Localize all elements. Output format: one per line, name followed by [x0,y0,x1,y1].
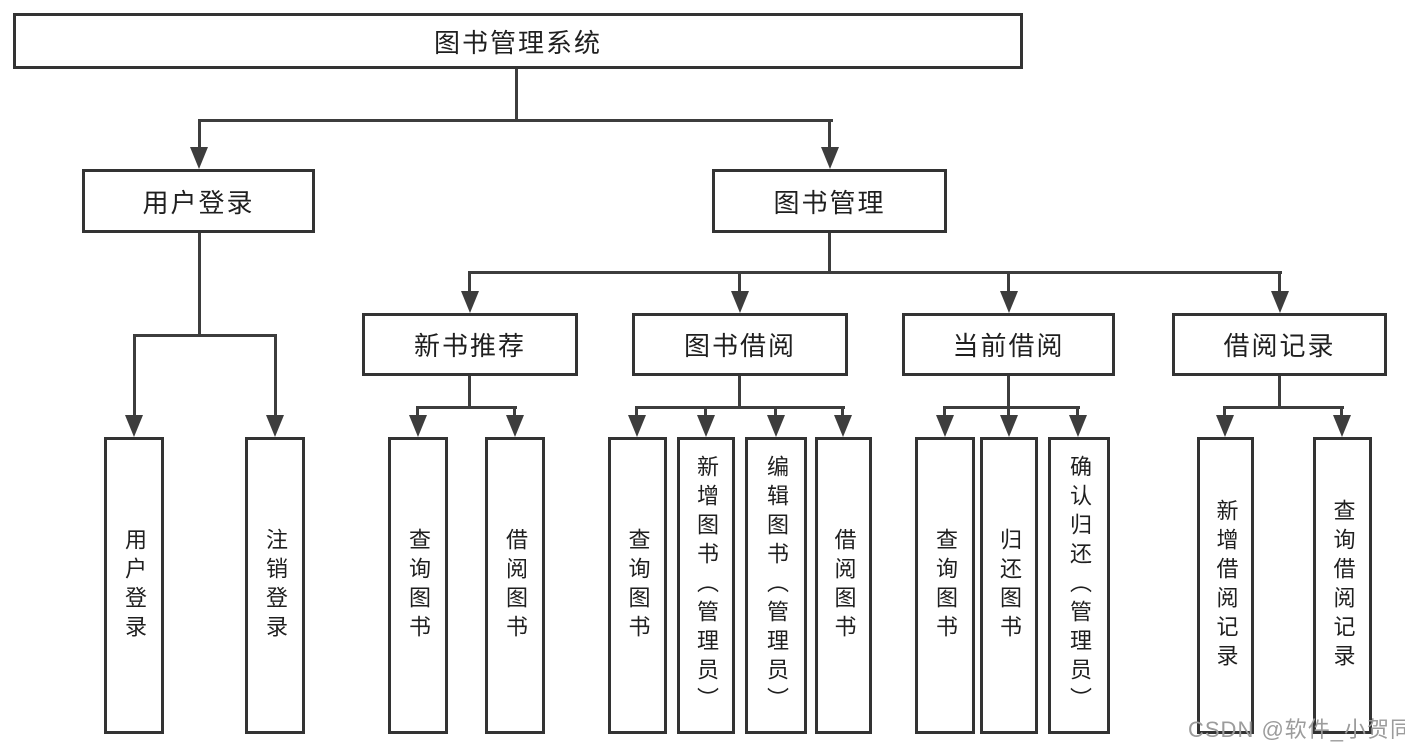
connector-line [416,406,517,409]
watermark-text: CSDN @软件_小贺同学 [1188,717,1405,742]
leaf-borrow-books-recommend: 借阅图书 [485,437,545,734]
leaf-label: 用户登录 [122,527,147,644]
connector-line [704,406,707,418]
connector-line [1007,271,1010,294]
connector-arrowhead-icon [409,415,427,437]
leaf-query-books-recommend: 查询图书 [388,437,448,734]
connector-line [198,231,201,337]
connector-arrowhead-icon [1000,415,1018,437]
node-root-label: 图书管理系统 [433,27,602,58]
connector-line [943,406,1080,409]
connector-line [1278,374,1281,409]
connector-line [274,334,277,418]
leaf-query-books-current: 查询图书 [915,437,975,734]
leaf-label: 借阅图书 [503,527,528,644]
leaf-label: 查询图书 [406,527,431,644]
connector-line [515,67,518,121]
connector-line [1223,406,1226,418]
connector-arrowhead-icon [1333,415,1351,437]
leaf-label: 编辑图书（管理员） [764,455,789,716]
leaf-label: 归还图书 [997,527,1022,644]
connector-line [133,334,277,337]
connector-line [943,406,946,418]
node-label: 用户登录 [142,187,255,218]
connector-line [468,271,1282,274]
leaf-label: 查询借阅记录 [1330,498,1356,673]
connector-arrowhead-icon [834,415,852,437]
connector-line [635,406,638,418]
connector-line [1007,406,1010,418]
connector-line [828,231,831,274]
node-label: 当前借阅 [952,331,1065,361]
connector-arrowhead-icon [821,147,839,169]
leaf-borrow-books: 借阅图书 [815,437,872,734]
leaf-label: 新增借阅记录 [1213,498,1239,673]
leaf-label: 查询图书 [933,527,958,644]
connector-arrowhead-icon [266,415,284,437]
connector-line [1278,271,1281,294]
connector-line [1076,406,1079,418]
connector-line [513,406,516,418]
connector-line [774,406,777,418]
node-label: 借阅记录 [1223,331,1336,361]
connector-arrowhead-icon [628,415,646,437]
leaf-edit-book-admin: 编辑图书（管理员） [745,437,807,734]
connector-arrowhead-icon [1216,415,1234,437]
node-root: 图书管理系统 [13,13,1023,69]
node-book-borrow: 图书借阅 [632,313,848,376]
connector-line [841,406,844,418]
connector-arrowhead-icon [1069,415,1087,437]
connector-line [198,119,833,122]
leaf-label: 注销登录 [263,527,288,644]
connector-line [1223,406,1344,409]
connector-line [198,119,201,149]
connector-line [828,119,831,149]
connector-line [1340,406,1343,418]
connector-arrowhead-icon [1271,291,1289,313]
connector-arrowhead-icon [506,415,524,437]
connector-line [133,334,136,418]
connector-line [738,271,741,294]
connector-arrowhead-icon [767,415,785,437]
connector-line [738,374,741,409]
connector-arrowhead-icon [190,147,208,169]
connector-line [468,374,471,409]
leaf-label: 新增图书（管理员） [694,455,719,716]
connector-line [1007,374,1010,409]
node-label: 图书管理 [773,187,886,218]
node-borrow-records: 借阅记录 [1172,313,1387,376]
node-current-borrow: 当前借阅 [902,313,1115,376]
connector-arrowhead-icon [731,291,749,313]
node-label: 新书推荐 [413,331,526,361]
node-user-login: 用户登录 [82,169,315,233]
leaf-confirm-return-admin: 确认归还（管理员） [1048,437,1110,734]
leaf-query-borrow-record: 查询借阅记录 [1313,437,1372,734]
leaf-label: 确认归还（管理员） [1067,455,1092,716]
connector-arrowhead-icon [125,415,143,437]
leaf-user-login: 用户登录 [104,437,164,734]
connector-line [416,406,419,418]
connector-arrowhead-icon [1000,291,1018,313]
leaf-label: 借阅图书 [831,527,857,644]
leaf-logout: 注销登录 [245,437,305,734]
connector-arrowhead-icon [461,291,479,313]
leaf-query-books-borrow: 查询图书 [608,437,667,734]
connector-arrowhead-icon [697,415,715,437]
leaf-return-book: 归还图书 [980,437,1038,734]
connector-arrowhead-icon [936,415,954,437]
leaf-add-book-admin: 新增图书（管理员） [677,437,735,734]
leaf-label: 查询图书 [625,527,651,644]
node-new-book-recommend: 新书推荐 [362,313,578,376]
leaf-add-borrow-record: 新增借阅记录 [1197,437,1254,734]
connector-line [635,406,845,409]
node-label: 图书借阅 [683,331,796,361]
node-book-management: 图书管理 [712,169,947,233]
connector-line [468,271,471,294]
